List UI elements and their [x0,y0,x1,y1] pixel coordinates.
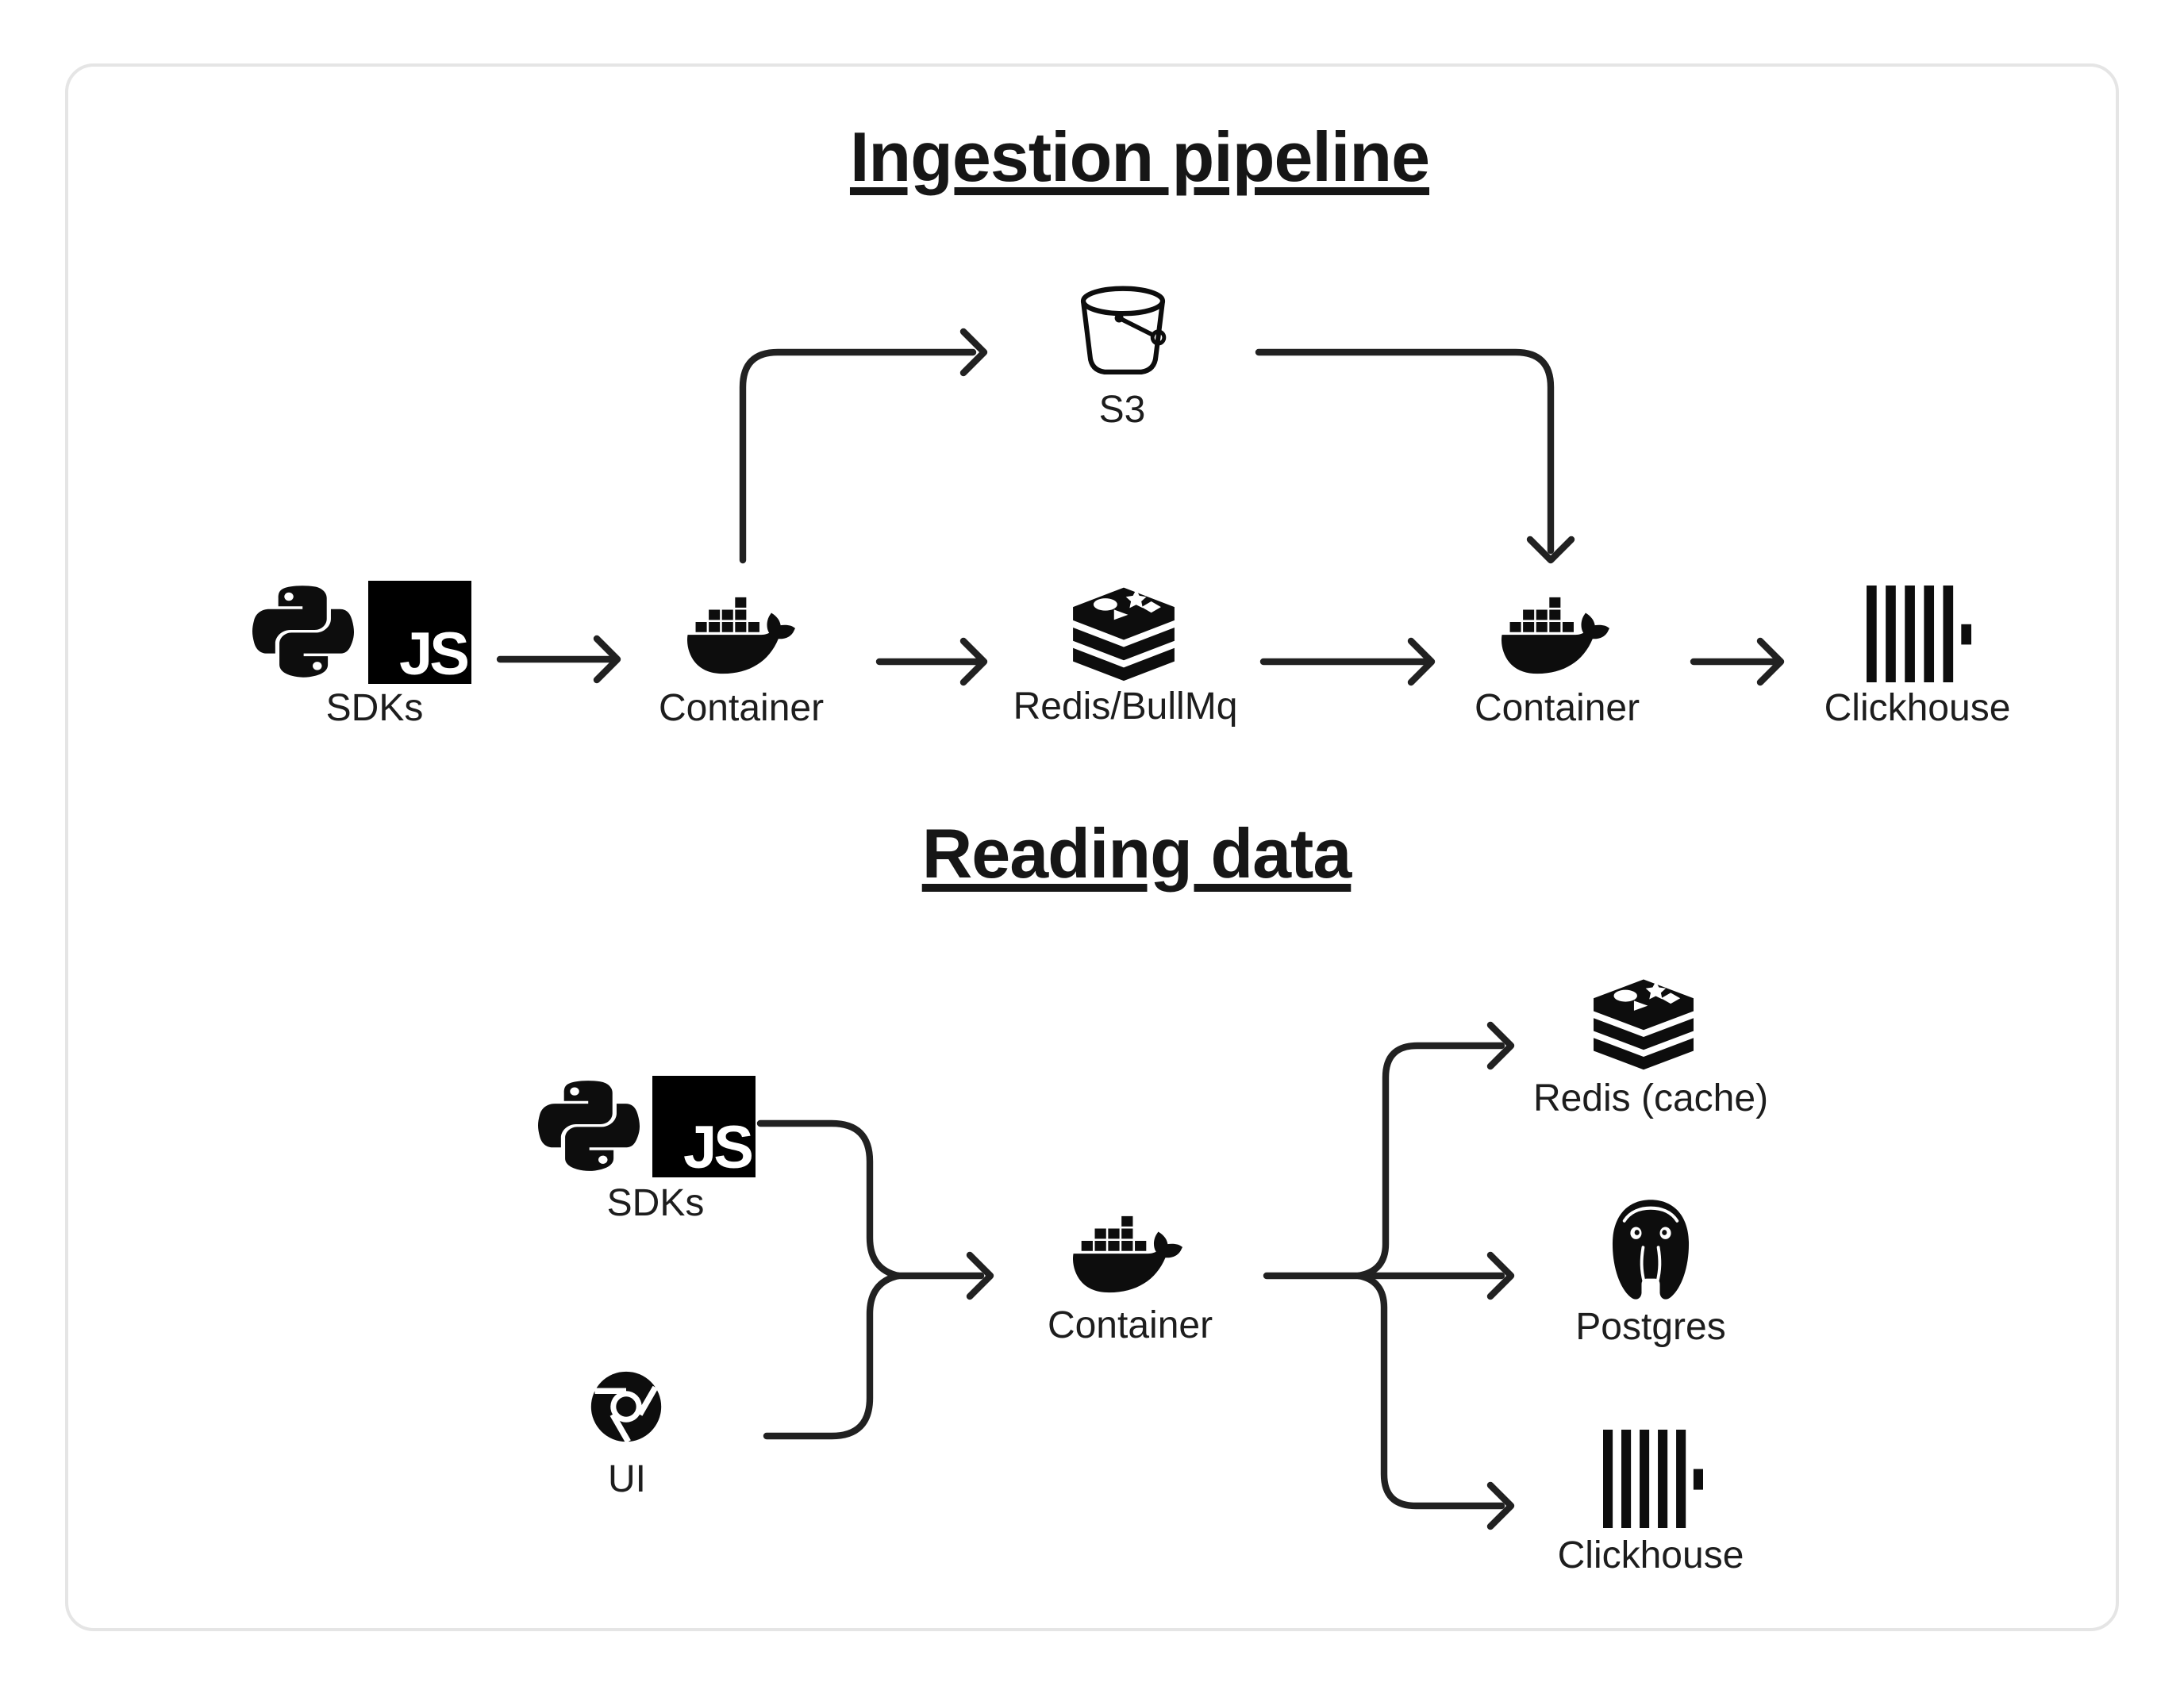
python-logo-icon [538,1081,640,1171]
ingestion-clickhouse-label: Clickhouse [1824,687,2011,730]
ingestion-queue-label: Redis/BullMq [1013,685,1238,728]
javascript-logo-text: JS [399,622,470,689]
connector-sdks-to-merge [756,1119,902,1280]
connector-container-to-clickhouse [1355,1272,1515,1530]
docker-logo-icon [1073,1215,1182,1293]
reading-clickhouse-label: Clickhouse [1557,1534,1744,1577]
ingestion-sdks-label: SDKs [325,687,424,730]
docker-logo-icon [1502,597,1609,674]
connector-container-to-s3 [739,328,988,564]
s3-bucket-icon [1080,286,1167,375]
reading-title: Reading data [921,816,1352,893]
diagram-card: Ingestion pipeline JS SDKs Container Red… [65,63,2119,1631]
connector-layer [496,328,1785,1530]
reading-ui-label: UI [608,1458,646,1501]
arrow-container-to-postgres [1263,1251,1515,1300]
ingestion-container1-label: Container [658,687,825,730]
arrow-queue-to-container [1259,637,1436,686]
connector-ui-to-merge [763,1272,902,1440]
reading-postgres-label: Postgres [1575,1306,1726,1349]
docker-logo-icon [687,597,795,674]
clickhouse-logo-icon [1867,586,1971,682]
ingestion-title: Ingestion pipeline [849,119,1430,197]
arrow-container-to-clickhouse [1690,637,1785,686]
arrow-merge-to-container [891,1251,994,1300]
javascript-logo-icon: JS [652,1076,756,1183]
javascript-logo-icon: JS [368,581,471,689]
python-logo-icon [252,586,354,678]
redis-logo-icon [1594,979,1694,1070]
arrow-container-to-queue [875,637,988,686]
arrow-sdks-to-container [496,635,621,684]
ingestion-s3-label: S3 [1098,389,1146,432]
reading-redis-cache-label: Redis (cache) [1532,1077,1769,1120]
connector-s3-to-container [1255,348,1575,564]
clickhouse-logo-icon [1603,1430,1703,1528]
postgresql-logo-icon [1612,1200,1690,1300]
connector-container-to-redis-cache [1355,1021,1515,1280]
redis-logo-icon [1073,587,1175,682]
reading-sdks-label: SDKs [606,1182,705,1225]
javascript-logo-text: JS [683,1115,754,1183]
chrome-logo-icon [590,1371,662,1443]
ingestion-container2-label: Container [1474,687,1640,730]
reading-container-label: Container [1047,1304,1213,1347]
